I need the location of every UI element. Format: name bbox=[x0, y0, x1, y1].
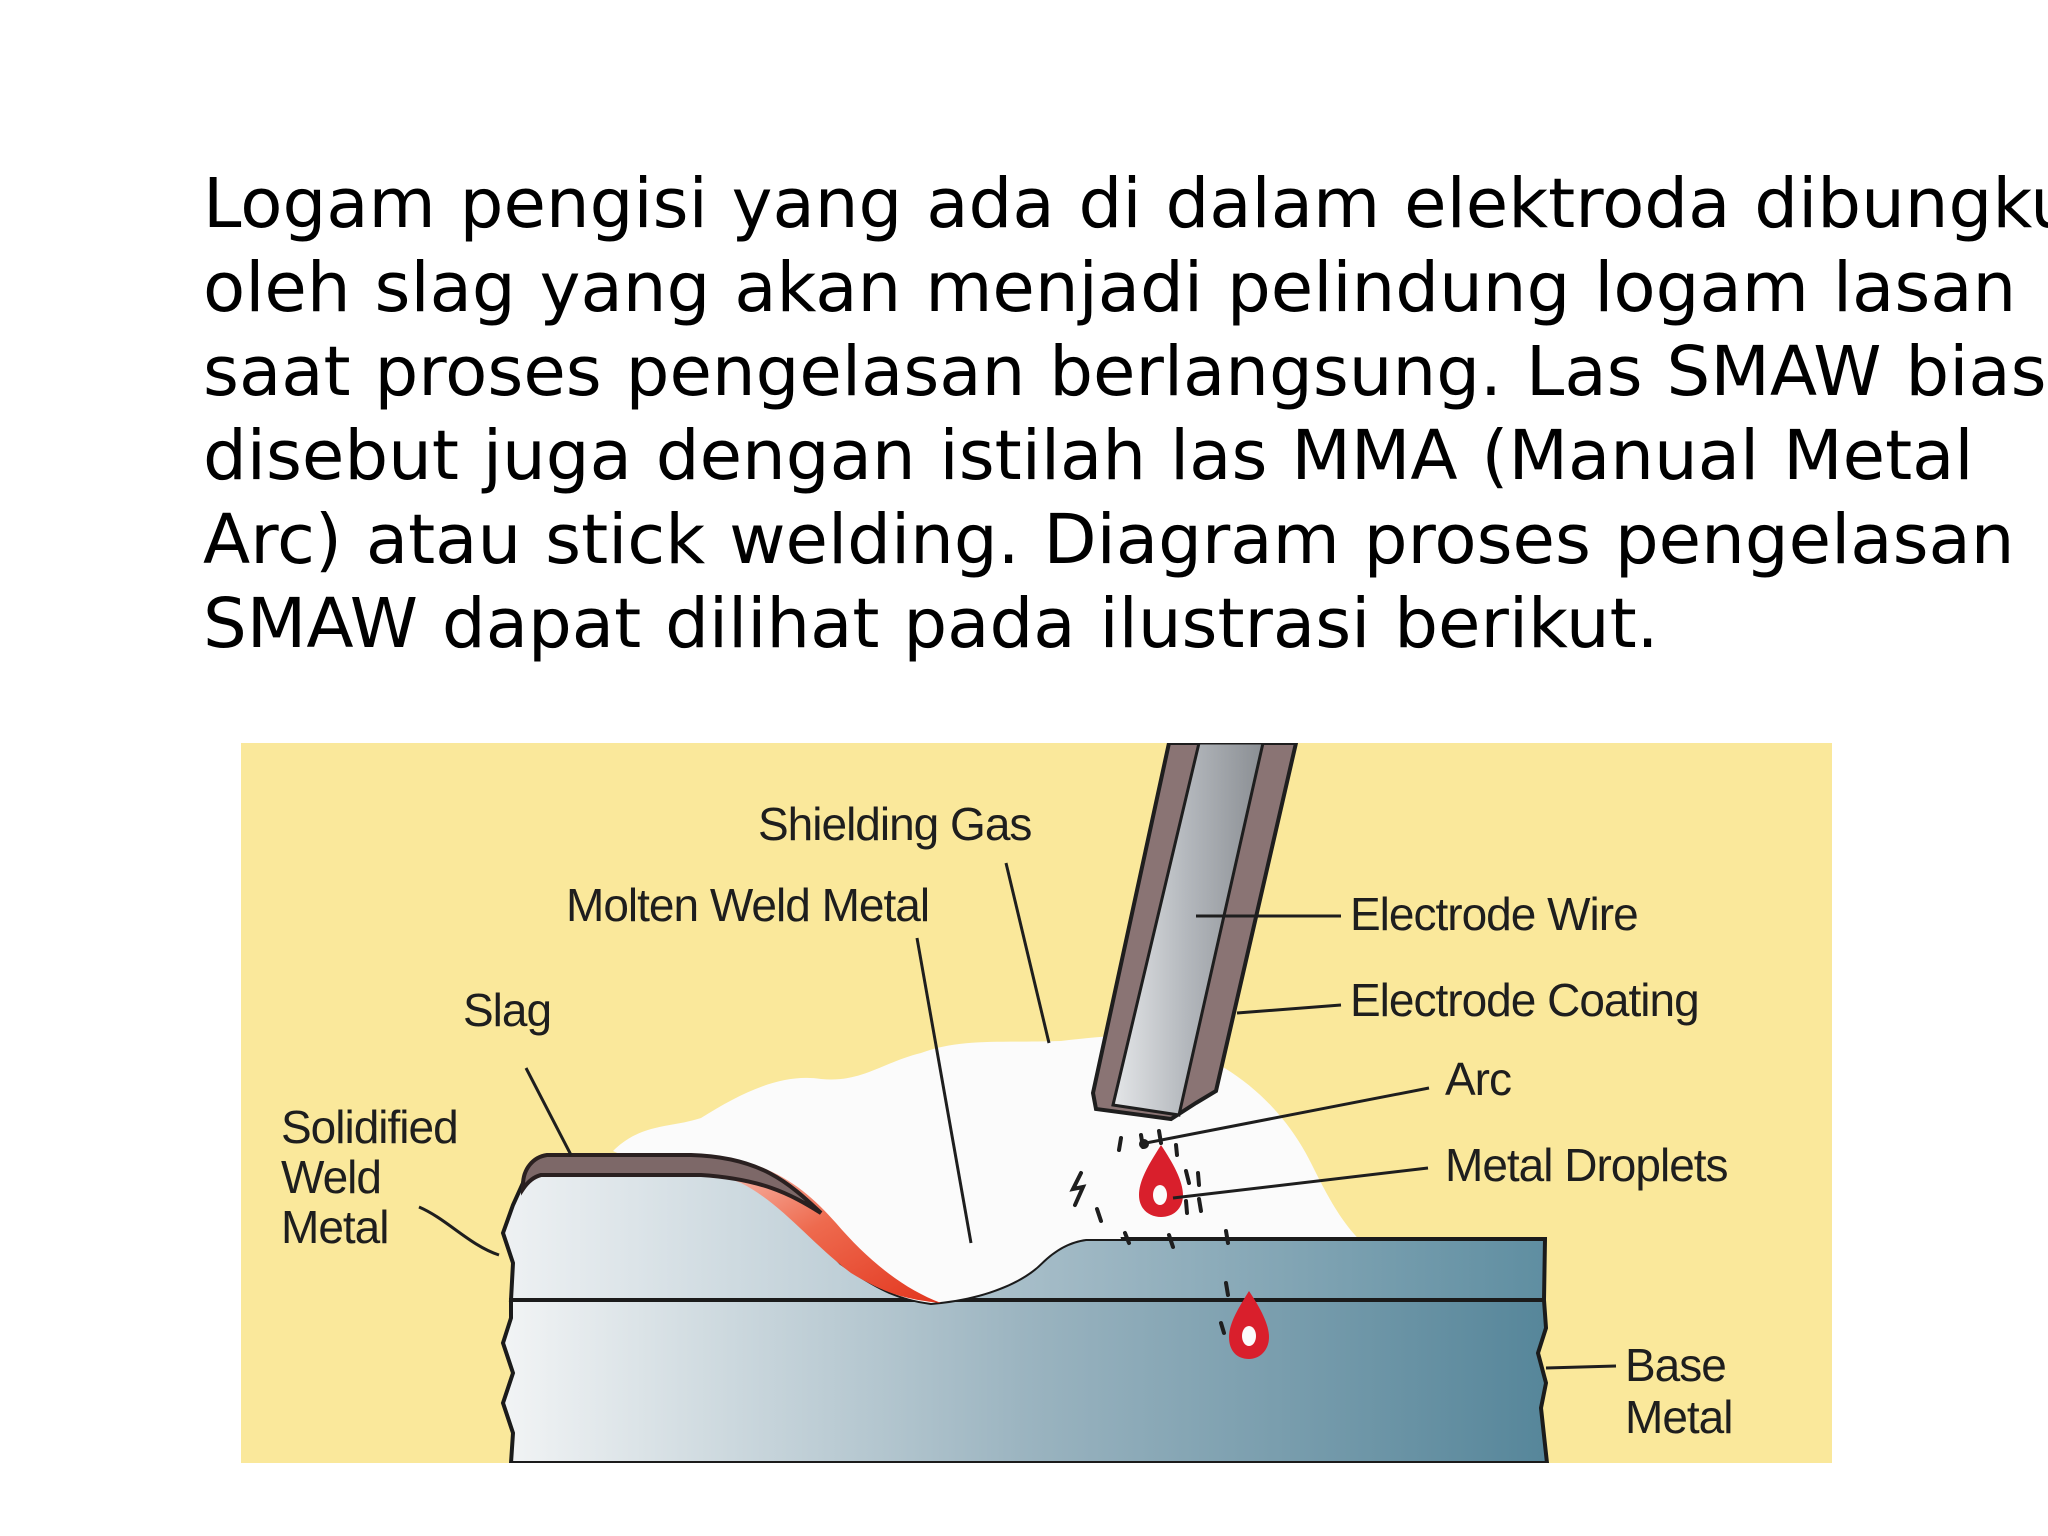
metal-droplet-1 bbox=[1139, 1145, 1183, 1217]
metal-droplet-3-highlight bbox=[1242, 1326, 1256, 1346]
paragraph-line-2: oleh slag yang akan menjadi pelindung lo… bbox=[203, 248, 2017, 328]
label-arc: Arc bbox=[1445, 1053, 1511, 1105]
metal-droplet-3 bbox=[1229, 1291, 1269, 1359]
base-metal bbox=[500, 1298, 1550, 1463]
slag-layer bbox=[521, 1153, 823, 1215]
body-paragraph: Logam pengisi yang ada di dalam elektrod… bbox=[203, 162, 2048, 666]
label-shielding-gas: Shielding Gas bbox=[758, 798, 1031, 850]
label-slag: Slag bbox=[463, 984, 551, 1036]
label-electrode-coating: Electrode Coating bbox=[1350, 974, 1699, 1026]
arc-sparks bbox=[1069, 1129, 1230, 1335]
weld-pool bbox=[841, 1163, 1121, 1303]
label-solidified-line-3: Metal bbox=[281, 1201, 388, 1253]
paragraph-line-4: disebut juga dengan istilah las MMA (Man… bbox=[203, 416, 1974, 496]
paragraph-line-3: saat proses pengelasan berlangsung. Las … bbox=[203, 332, 2048, 412]
label-metal-droplets: Metal Droplets bbox=[1445, 1139, 1728, 1191]
label-molten-weld-metal: Molten Weld Metal bbox=[566, 879, 929, 931]
paragraph-line-6: SMAW dapat dilihat pada ilustrasi beriku… bbox=[203, 584, 1659, 664]
label-base-metal-line-1: Base bbox=[1625, 1339, 1726, 1391]
electrode-wire bbox=[1111, 743, 1265, 1117]
paragraph-line-5: Arc) atau stick welding. Diagram proses … bbox=[203, 500, 2015, 580]
label-solidified-line-1: Solidified bbox=[281, 1101, 458, 1153]
smaw-diagram-svg: Shielding Gas Molten Weld Metal Slag Sol… bbox=[241, 743, 1832, 1463]
metal-droplet-1-highlight bbox=[1153, 1185, 1167, 1205]
smaw-diagram: Shielding Gas Molten Weld Metal Slag Sol… bbox=[241, 743, 1832, 1463]
molten-weld-metal bbox=[681, 1155, 941, 1303]
label-solidified-line-2: Weld bbox=[281, 1151, 381, 1203]
arc-marker-dot bbox=[1139, 1139, 1149, 1149]
leader-lines bbox=[418, 862, 1617, 1370]
label-electrode-wire: Electrode Wire bbox=[1350, 888, 1638, 940]
label-base-metal-line-2: Metal bbox=[1625, 1391, 1732, 1443]
paragraph-line-1: Logam pengisi yang ada di dalam elektrod… bbox=[203, 164, 2048, 244]
